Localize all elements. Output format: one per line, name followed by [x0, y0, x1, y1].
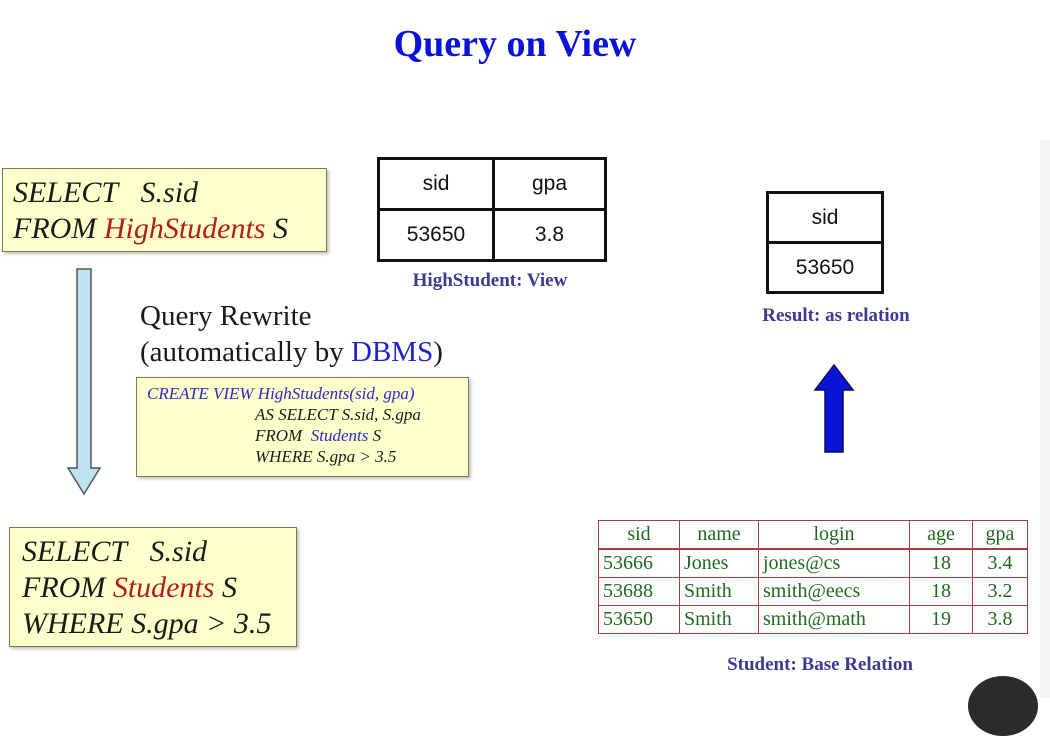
result-cell-sid: 53650: [766, 241, 884, 294]
base-relation-table: sid name login age gpa 53666 Jones jones…: [598, 520, 1028, 634]
view-table-caption: HighStudent: View: [412, 270, 568, 291]
view-def-line2: AS SELECT S.sid, S.gpa: [255, 405, 421, 424]
rewrite-prefix: (automatically by: [140, 336, 351, 368]
rewritten-query-line3: WHERE S.gpa > 3.5: [22, 607, 272, 640]
base-table-header-row: sid name login age gpa: [598, 520, 1028, 550]
view-def-line4: WHERE S.gpa > 3.5: [255, 447, 397, 466]
original-query-line1: SELECT S.sid: [13, 175, 316, 211]
base-cell: Jones: [679, 548, 759, 578]
select-keyword: SELECT: [13, 176, 119, 209]
dbms-term: DBMS: [351, 336, 434, 368]
view-name: HighStudents(sid, gpa): [257, 384, 415, 403]
table-alias: S: [272, 212, 288, 245]
view-from-keyword: FROM: [255, 426, 303, 445]
view-alias: S: [372, 426, 382, 445]
base-header-login: login: [758, 520, 910, 550]
base-header-gpa: gpa: [972, 520, 1028, 550]
original-query-box: SELECT S.sid FROM HighStudents S: [2, 168, 327, 252]
base-cell: smith@math: [758, 605, 910, 634]
base-table-name: Students: [112, 571, 215, 604]
table-row: 53688 Smith smith@eecs 18 3.2: [598, 577, 1028, 606]
result-table: sid 53650: [766, 191, 884, 294]
right-edge-strip: [1040, 140, 1050, 698]
view-def-line1: CREATE VIEW HighStudents(sid, gpa): [147, 383, 458, 404]
base-cell: Smith: [679, 577, 759, 606]
query-rewrite-label: Query Rewrite (automatically by DBMS): [140, 298, 443, 370]
view-cell-gpa: 3.8: [492, 208, 607, 262]
view-def-line3: FROM Students S: [147, 425, 458, 446]
result-header-row: sid: [766, 191, 884, 244]
rewritten-alias: S: [221, 571, 237, 604]
view-header-gpa: gpa: [492, 157, 607, 211]
rewrite-suffix: ): [433, 336, 443, 368]
view-header-sid: sid: [377, 157, 495, 211]
base-cell: 18: [909, 577, 973, 606]
base-cell: 53666: [598, 548, 680, 578]
view-cell-sid: 53650: [377, 208, 495, 262]
view-base-table: Students: [310, 426, 369, 445]
base-cell: 19: [909, 605, 973, 634]
create-view-keyword: CREATE VIEW: [147, 384, 254, 403]
slide-title: Query on View: [393, 23, 637, 65]
view-table-header-row: sid gpa: [377, 157, 607, 211]
result-table-caption: Result: as relation: [762, 305, 910, 326]
view-table: sid gpa 53650 3.8: [377, 157, 607, 262]
base-cell: Smith: [679, 605, 759, 634]
rewritten-from-keyword: FROM: [22, 571, 106, 604]
result-row: 53650: [766, 241, 884, 294]
view-definition-box: CREATE VIEW HighStudents(sid, gpa) AS SE…: [136, 377, 469, 477]
from-keyword: FROM: [13, 212, 97, 245]
up-arrow-icon: [813, 364, 855, 453]
base-cell: 18: [909, 548, 973, 578]
base-cell: 3.2: [972, 577, 1028, 606]
rewrite-line2: (automatically by DBMS): [140, 334, 443, 370]
rewritten-query-box: SELECT S.sid FROM Students S WHERE S.gpa…: [9, 527, 297, 647]
select-field: S.sid: [140, 176, 199, 209]
down-arrow-icon: [66, 268, 102, 496]
base-cell: 3.4: [972, 548, 1028, 578]
rewritten-select-field: S.sid: [149, 535, 208, 568]
corner-overlay: [968, 676, 1038, 736]
base-header-age: age: [909, 520, 973, 550]
table-row: 53650 Smith smith@math 19 3.8: [598, 605, 1028, 634]
table-row: 53666 Jones jones@cs 18 3.4: [598, 548, 1028, 578]
original-query-line2: FROM HighStudents S: [13, 211, 316, 247]
base-cell: smith@eecs: [758, 577, 910, 606]
base-header-name: name: [679, 520, 759, 550]
base-cell: 53688: [598, 577, 680, 606]
result-header-sid: sid: [766, 191, 884, 244]
base-table-caption: Student: Base Relation: [727, 654, 913, 675]
base-header-sid: sid: [598, 520, 680, 550]
view-table-row: 53650 3.8: [377, 208, 607, 262]
base-cell: 3.8: [972, 605, 1028, 634]
base-cell: jones@cs: [758, 548, 910, 578]
rewritten-select-keyword: SELECT: [22, 535, 128, 568]
rewritten-query-line2: FROM Students S: [22, 570, 284, 606]
rewritten-query-line1: SELECT S.sid: [22, 534, 284, 570]
rewrite-line1: Query Rewrite: [140, 300, 312, 332]
view-table-name: HighStudents: [103, 212, 266, 245]
base-cell: 53650: [598, 605, 680, 634]
